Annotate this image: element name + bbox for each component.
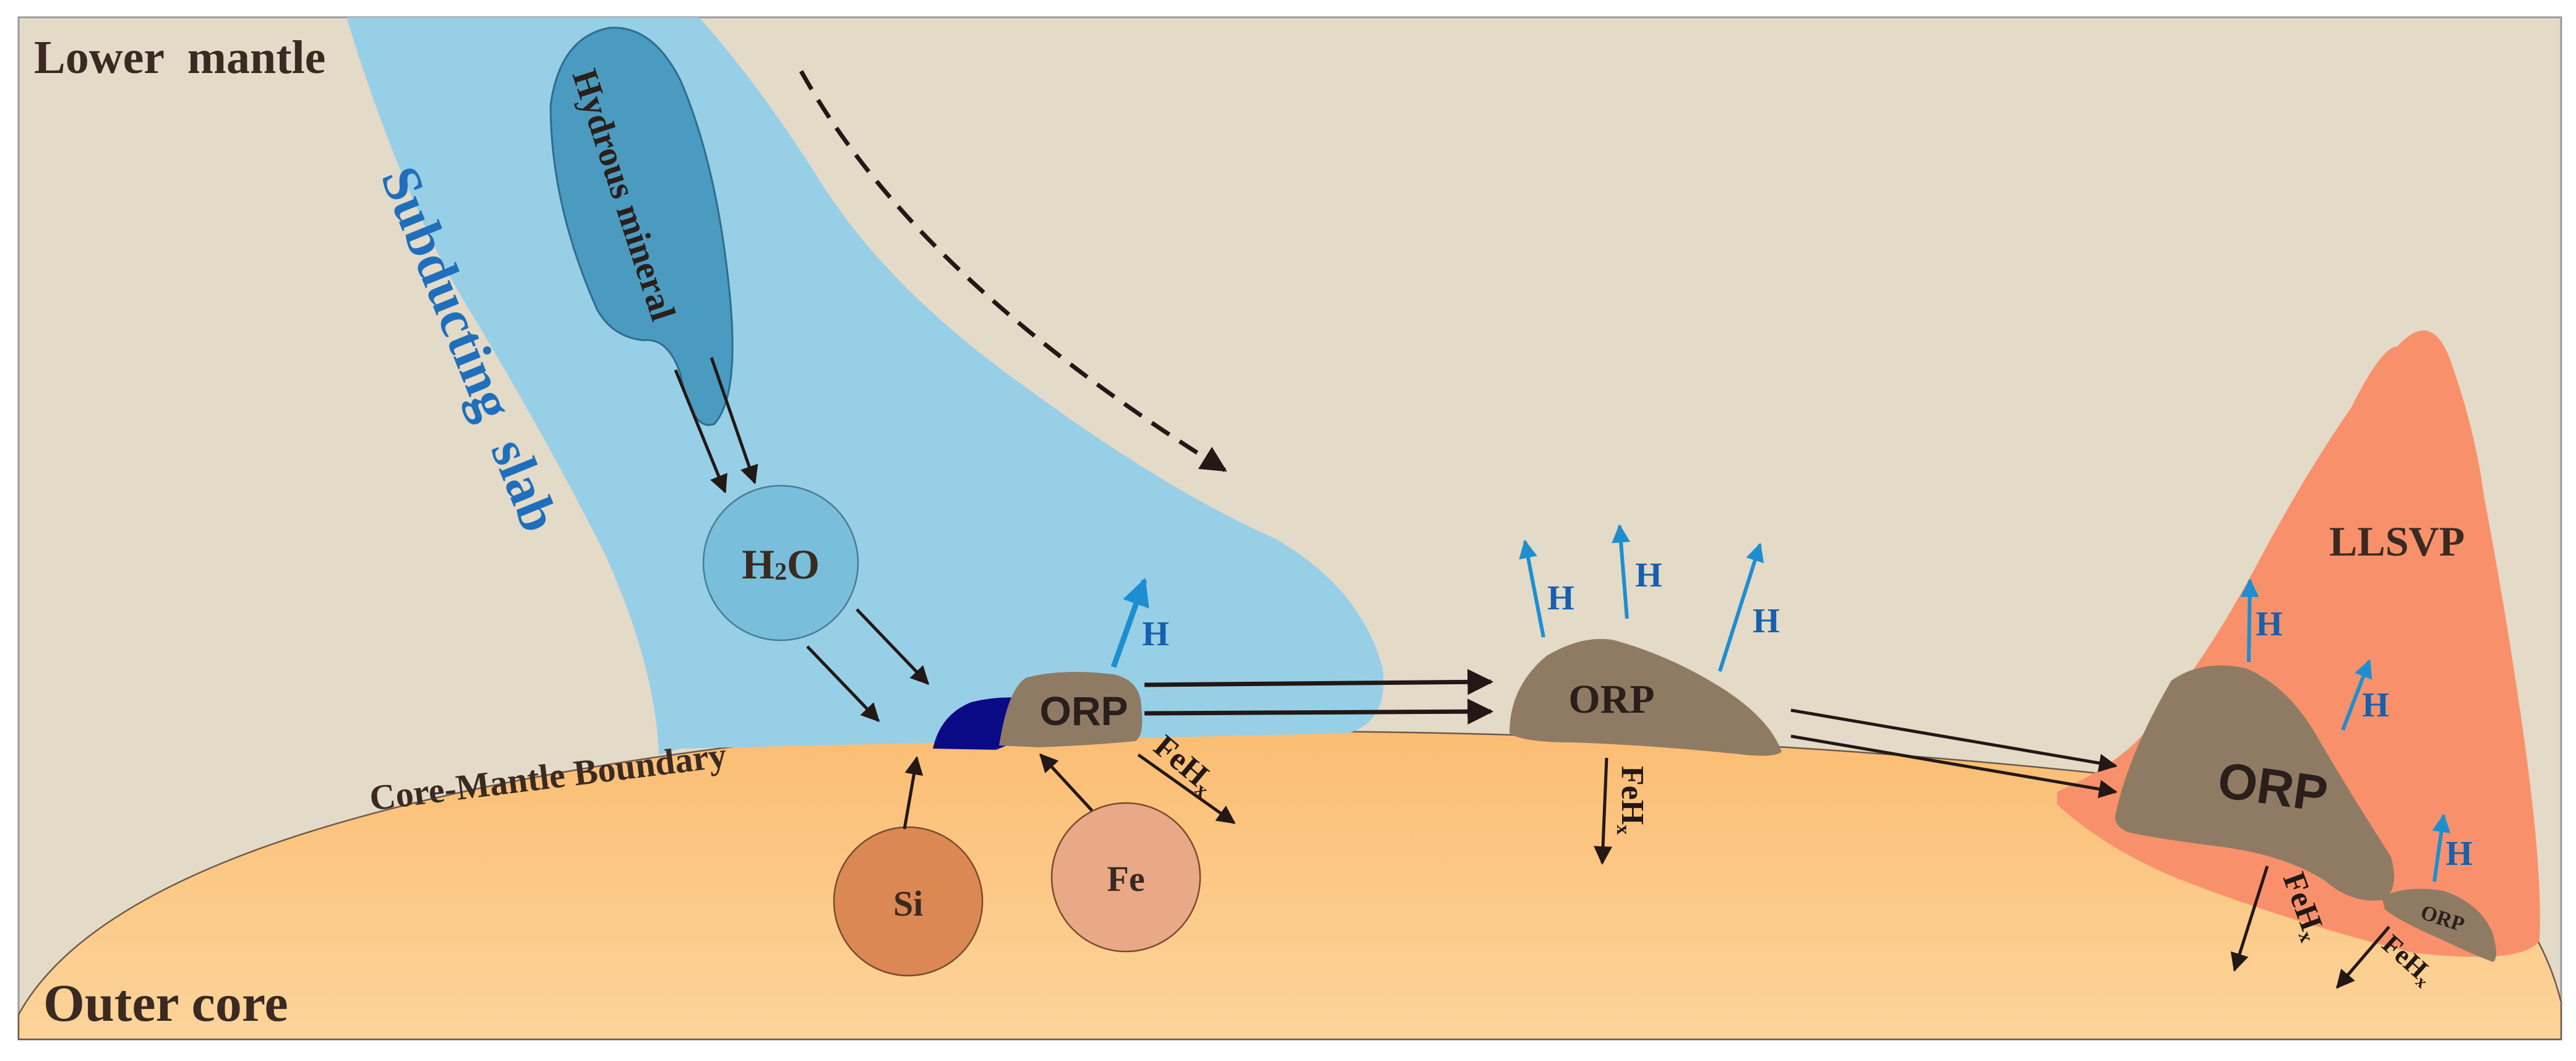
h-arrow-orp2-2 [1612,524,1631,619]
fe-label: Fe [1107,859,1144,899]
h2o-bubble [702,484,859,642]
feh-label-orp2: FeHx [1613,766,1650,835]
h2o-label-h: H [742,541,775,588]
arrow-orp2-to-llsvp-bottom [1790,734,2118,799]
arrow-orp1-to-orp2-bottom [1144,698,1494,725]
h-arrow-llsvp-2 [2341,659,2372,731]
h-arrow-llsvp-3 [2432,814,2451,882]
h-label-orp2-1: H [1547,579,1574,617]
process-arrows [674,357,2390,989]
h-arrow-orp2-1 [1519,539,1545,638]
h-label-orp2-3: H [1753,602,1780,640]
hydrogen-arrows [1110,524,2451,882]
arrow-h2o-to-orp-1 [806,645,880,723]
dark-melt-patch [933,697,1021,750]
orp-label-1: ORP [1039,688,1128,734]
fe-bubble [1050,802,1201,953]
arrow-mineral-to-h2o-2 [710,357,758,484]
arrow-fe-up [1039,753,1093,812]
arrow-feh-orp3 [2230,866,2269,972]
dashed-flow-arrow [799,70,1227,472]
orp-label-2: ORP [1568,677,1654,722]
feh-label-orp2-sub: x [1613,825,1635,835]
h-label-llsvp-1: H [2256,605,2283,643]
arrow-feh-orp4 [2336,926,2390,989]
h-label-orp2-2: H [1635,556,1662,595]
h-label-llsvp-2: H [2362,686,2389,724]
orp-blob-2 [1509,638,1782,756]
arrow-si-up [903,756,924,830]
h2o-label-o: O [787,541,820,588]
lower-mantle-label: Lower mantle [34,32,325,84]
llsvp-label: LLSVP [2329,518,2465,565]
orp-blob-4 [2382,888,2496,962]
h2o-label-subscript: 2 [775,557,787,585]
arrow-mineral-to-h2o-1 [674,369,728,494]
h-arrow-orp1 [1110,577,1149,668]
h-arrow-llsvp-1 [2240,578,2259,663]
si-bubble [833,826,984,977]
arrow-feh-orp2 [1594,757,1613,865]
si-label: Si [893,883,923,924]
feh-label-orp2-main: FeH [1615,766,1650,825]
h-label-llsvp-3: H [2445,835,2473,873]
arrow-feh-orp1 [1137,753,1236,825]
arrow-orp1-to-orp2-top [1144,669,1494,695]
h-arrow-orp2-3 [1718,543,1764,672]
orp-blob-1 [999,672,1143,747]
orp-blob-3 [2115,665,2394,901]
arrow-h2o-to-orp-2 [856,608,930,685]
h2o-label: H2O [742,541,820,588]
h-label-orp1: H [1142,615,1169,653]
arrow-orp2-to-llsvp-top [1790,708,2118,773]
outer-core-label: Outer core [43,973,288,1033]
